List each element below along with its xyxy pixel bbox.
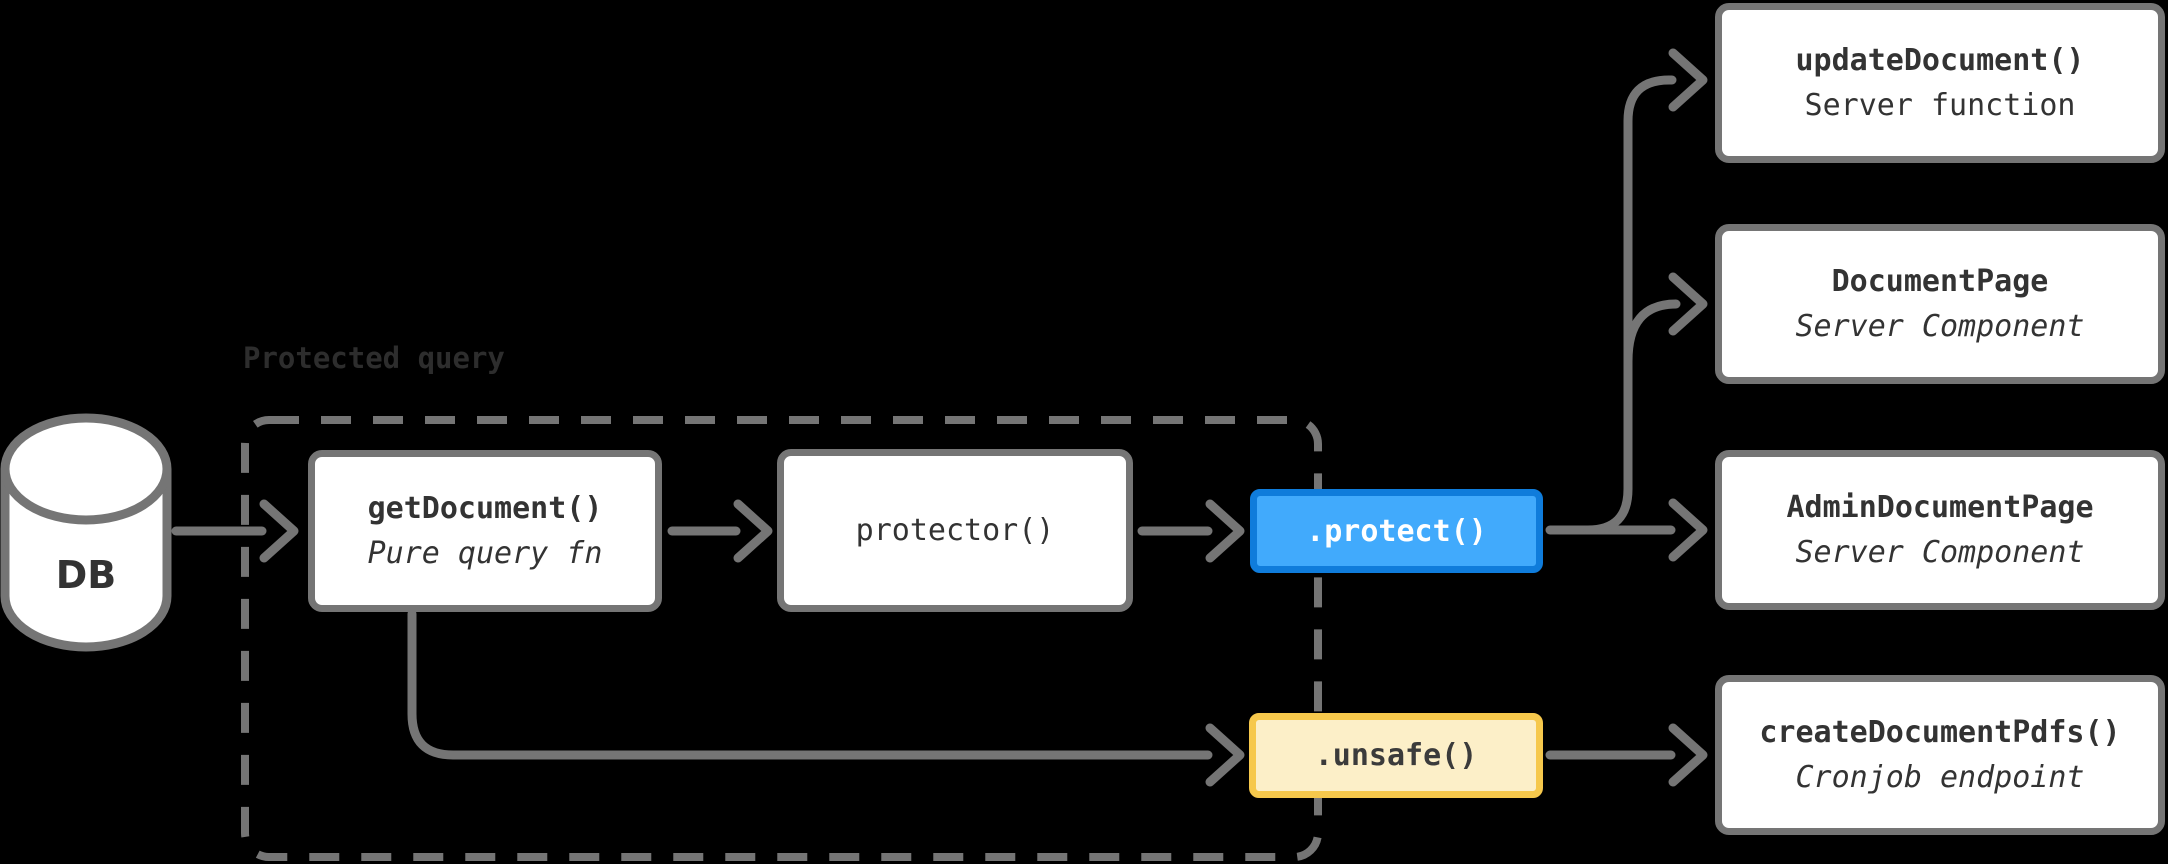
node-admindocumentpage: AdminDocumentPage Server Component <box>1715 450 2165 610</box>
node-updatedocument-subtitle: Server function <box>1804 88 2076 123</box>
arrowhead-updatedocument <box>1668 48 1708 112</box>
node-protector-title: protector() <box>855 513 1055 548</box>
node-admindocumentpage-subtitle: Server Component <box>1795 535 2085 570</box>
node-getdocument-title: getDocument() <box>367 491 603 526</box>
arrow-protect-to-documentpage <box>1623 299 1681 366</box>
node-updatedocument-title: updateDocument() <box>1795 43 2085 78</box>
node-unsafe-label: .unsafe() <box>1314 738 1478 773</box>
node-createdocumentpdfs: createDocumentPdfs() Cronjob endpoint <box>1715 675 2165 835</box>
arrowhead-protect <box>1205 499 1245 563</box>
node-getdocument-subtitle: Pure query fn <box>367 536 603 571</box>
node-protector: protector() <box>777 449 1133 612</box>
arrowhead-unsafe <box>1205 723 1245 787</box>
db-label: DB <box>55 553 117 597</box>
node-createdocumentpdfs-subtitle: Cronjob endpoint <box>1795 760 2085 795</box>
arrowhead-protector <box>733 499 773 563</box>
node-admindocumentpage-title: AdminDocumentPage <box>1786 490 2094 525</box>
node-documentpage-subtitle: Server Component <box>1795 309 2085 344</box>
database-icon <box>0 413 172 652</box>
protected-query-dashed-box <box>241 416 1322 861</box>
node-createdocumentpdfs-title: createDocumentPdfs() <box>1759 715 2121 750</box>
node-unsafe: .unsafe() <box>1249 713 1543 798</box>
node-protect-label: .protect() <box>1306 513 1487 549</box>
node-updatedocument: updateDocument() Server function <box>1715 3 2165 163</box>
arrow-getdocument-to-unsafe <box>407 609 1213 760</box>
arrow-protect-to-updatedocument <box>1583 75 1677 535</box>
node-protect: .protect() <box>1250 489 1543 573</box>
arrowhead-documentpage <box>1668 272 1708 336</box>
node-documentpage: DocumentPage Server Component <box>1715 224 2165 384</box>
arrowhead-createdocumentpdfs <box>1668 723 1708 787</box>
protected-query-label: Protected query <box>243 341 505 375</box>
arrowhead-admindocumentpage <box>1668 498 1708 562</box>
node-getdocument: getDocument() Pure query fn <box>308 450 662 612</box>
arrowhead-getdocument <box>259 499 299 563</box>
node-documentpage-title: DocumentPage <box>1831 264 2049 299</box>
